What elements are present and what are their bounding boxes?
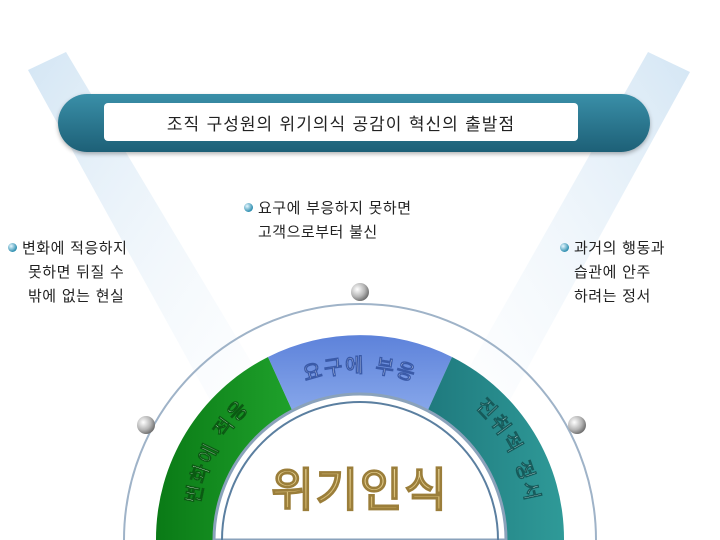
core-label: 위기인식 [271, 463, 448, 517]
note-left-line-3: 밖에 없는 현실 [28, 287, 124, 305]
knob-top [351, 283, 369, 301]
bullet-icon [8, 243, 17, 252]
note-left: 변화에 적응하지 못하면 뒤질 수 밖에 없는 현실 [8, 236, 127, 308]
bullet-icon [244, 203, 253, 212]
note-right-line-3: 하려는 정서 [574, 287, 651, 305]
note-left-line-2: 못하면 뒤질 수 [28, 263, 124, 281]
note-left-line-1: 변화에 적응하지 [22, 239, 127, 257]
note-right: 과거의 행동과 습관에 안주 하려는 정서 [560, 236, 665, 308]
note-center-line-2: 고객으로부터 불신 [258, 223, 378, 241]
knob-right [568, 416, 586, 434]
note-right-line-1: 과거의 행동과 [574, 239, 665, 257]
note-right-line-2: 습관에 안주 [574, 263, 651, 281]
knob-left [137, 416, 155, 434]
note-center-line-1: 요구에 부응하지 못하면 [258, 199, 412, 217]
note-center: 요구에 부응하지 못하면 고객으로부터 불신 [244, 196, 412, 244]
bullet-icon [560, 243, 569, 252]
page-title: 조직 구성원의 위기의식 공감이 혁신의 출발점 [104, 103, 578, 141]
